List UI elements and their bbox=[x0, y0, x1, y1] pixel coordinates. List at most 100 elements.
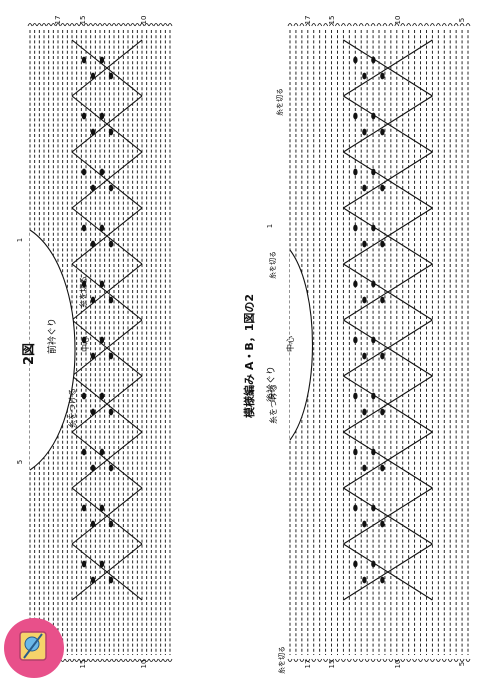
top-loop bbox=[78, 23, 84, 27]
lace-diamond bbox=[71, 487, 143, 545]
top-loop bbox=[435, 23, 441, 27]
bottom-loop bbox=[364, 658, 370, 662]
puff-stitch bbox=[81, 392, 87, 400]
left-top-row-10: 10 bbox=[140, 16, 148, 25]
top-loop bbox=[441, 23, 447, 27]
lace-diamond bbox=[71, 39, 143, 97]
puff-stitch bbox=[90, 128, 96, 136]
puff-stitch bbox=[99, 168, 105, 176]
lace-diamond bbox=[71, 207, 143, 265]
top-loop bbox=[376, 23, 382, 27]
bottom-loop bbox=[88, 658, 94, 662]
bottom-loop bbox=[329, 658, 334, 662]
puff-stitch bbox=[371, 336, 376, 344]
puff-stitch bbox=[353, 392, 358, 400]
puff-stitch bbox=[99, 448, 105, 456]
top-loop bbox=[36, 23, 42, 27]
left-top-row-15: 15 bbox=[79, 16, 87, 25]
top-loop bbox=[459, 23, 465, 27]
bottom-loop bbox=[388, 658, 394, 662]
puff-stitch bbox=[90, 464, 96, 472]
bottom-loop bbox=[97, 658, 103, 662]
puff-stitch bbox=[108, 464, 114, 472]
neck-curve bbox=[29, 229, 76, 471]
right-cut-label-3: 糸を切る bbox=[277, 646, 286, 674]
puff-stitch bbox=[371, 224, 376, 232]
right-center-label: 中心 bbox=[285, 336, 295, 352]
puff-stitch bbox=[108, 296, 114, 304]
puff-stitch bbox=[353, 112, 358, 120]
top-loop bbox=[394, 23, 400, 27]
bottom-loop bbox=[106, 658, 112, 662]
bottom-loop bbox=[352, 658, 358, 662]
top-loop bbox=[69, 23, 75, 27]
right-bottom-row-17: 17 bbox=[304, 660, 312, 669]
lace-diamond bbox=[343, 375, 433, 433]
bottom-loop bbox=[424, 658, 429, 662]
puff-stitch bbox=[90, 352, 96, 360]
top-loop bbox=[162, 23, 168, 27]
puff-stitch bbox=[99, 560, 105, 568]
top-loop bbox=[430, 23, 435, 27]
puff-stitch bbox=[380, 408, 385, 416]
bottom-loop bbox=[376, 658, 382, 662]
top-loop bbox=[83, 23, 89, 27]
bottom-loop bbox=[293, 658, 299, 662]
bottom-loop bbox=[465, 658, 471, 662]
puff-stitch bbox=[99, 224, 105, 232]
bottom-loop bbox=[311, 658, 317, 662]
bottom-loop bbox=[370, 658, 376, 662]
left-attach-label: 糸をつける bbox=[67, 388, 77, 428]
puff-stitch bbox=[99, 280, 105, 288]
bottom-loop bbox=[400, 658, 406, 662]
top-loop bbox=[116, 23, 122, 27]
bottom-loop bbox=[64, 658, 70, 662]
puff-stitch bbox=[81, 112, 87, 120]
top-loop bbox=[418, 23, 423, 27]
bottom-loop bbox=[158, 658, 164, 662]
top-loop bbox=[130, 23, 136, 27]
top-loop bbox=[125, 23, 131, 27]
top-loop bbox=[88, 23, 94, 27]
lace-diamond bbox=[343, 207, 433, 265]
top-loop bbox=[167, 23, 173, 27]
puff-stitch bbox=[108, 408, 114, 416]
puff-stitch bbox=[108, 128, 114, 136]
left-side-num-1: 1 bbox=[16, 238, 24, 242]
lace-diamond bbox=[343, 39, 433, 97]
top-loop bbox=[317, 23, 323, 27]
bottom-loop bbox=[148, 658, 154, 662]
top-loop bbox=[106, 23, 112, 27]
bottom-loop bbox=[83, 658, 89, 662]
back-neck-label: 後衿ぐり bbox=[265, 366, 277, 402]
bottom-loop bbox=[341, 658, 346, 662]
top-loop bbox=[382, 23, 388, 27]
top-loop bbox=[50, 23, 56, 27]
top-loop bbox=[412, 23, 417, 27]
bottom-loop bbox=[447, 658, 453, 662]
lace-diamond bbox=[343, 487, 433, 545]
bottom-loop bbox=[120, 658, 126, 662]
bottom-loop bbox=[153, 658, 159, 662]
puff-stitch bbox=[371, 560, 376, 568]
right-attach-label: 糸をつける bbox=[268, 384, 278, 424]
puff-stitch bbox=[99, 112, 105, 120]
puff-stitch bbox=[380, 128, 385, 136]
puff-stitch bbox=[90, 184, 96, 192]
puff-stitch bbox=[380, 464, 385, 472]
puff-stitch bbox=[362, 296, 367, 304]
puff-stitch bbox=[362, 352, 367, 360]
top-loop bbox=[148, 23, 154, 27]
top-loop bbox=[134, 23, 140, 27]
left-cut-label: 糸を切る bbox=[78, 276, 88, 308]
puff-stitch bbox=[371, 112, 376, 120]
puff-stitch bbox=[380, 296, 385, 304]
puff-stitch bbox=[380, 184, 385, 192]
lace-diamond bbox=[71, 95, 143, 153]
top-loop bbox=[406, 23, 412, 27]
puff-stitch bbox=[90, 296, 96, 304]
top-loop bbox=[144, 23, 150, 27]
bottom-loop bbox=[69, 658, 75, 662]
bottom-loop bbox=[111, 658, 117, 662]
